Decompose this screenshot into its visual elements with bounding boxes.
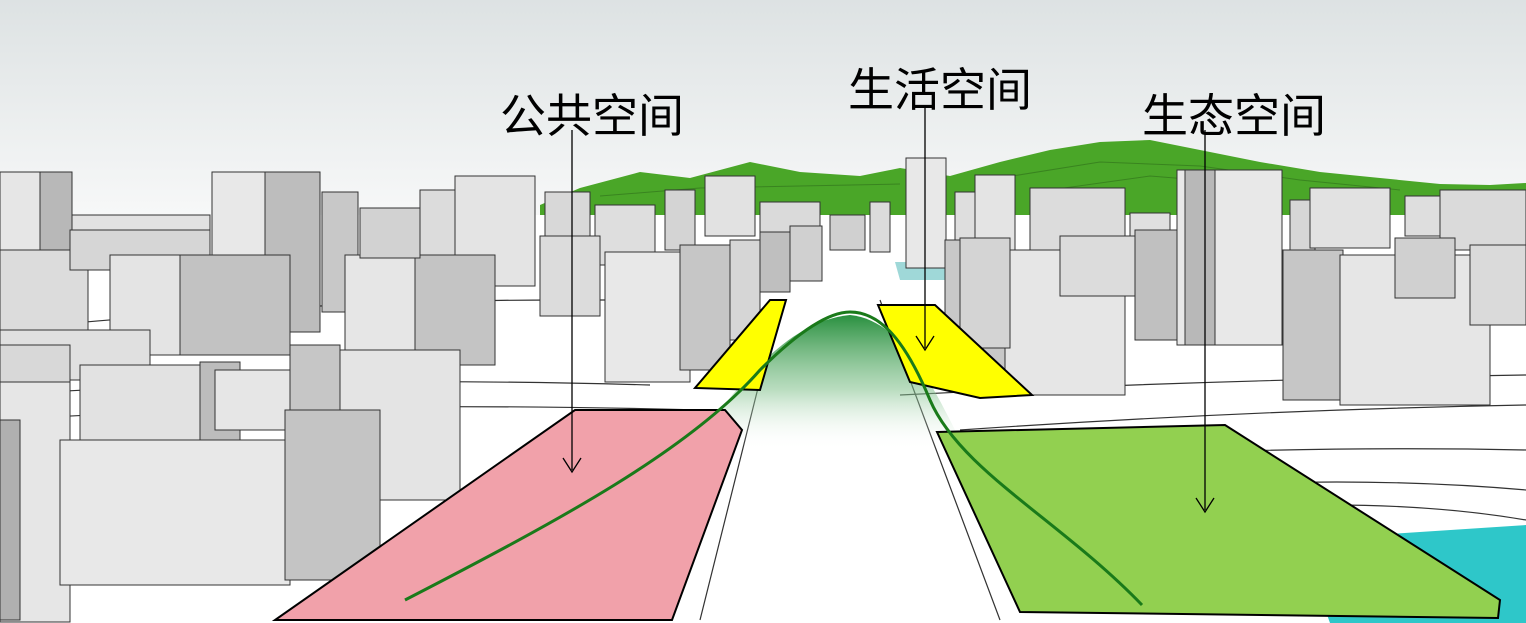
public-space-zone [271,409,744,621]
living-space-arrow-head [915,335,935,352]
label-arrows [562,105,1215,514]
buildings-left [0,171,823,623]
buildings-right [944,169,1526,406]
public-space-label: 公共空间 [500,89,684,143]
ecological-space-label: 生态空间 [1142,89,1326,143]
ecology-profile-curve [404,310,1144,607]
ecological-space-arrow-head [1195,497,1215,514]
public-space-arrow-head [562,457,582,474]
ecological-space-zone [935,423,1502,620]
living-space-label: 生活空间 [848,63,1032,117]
